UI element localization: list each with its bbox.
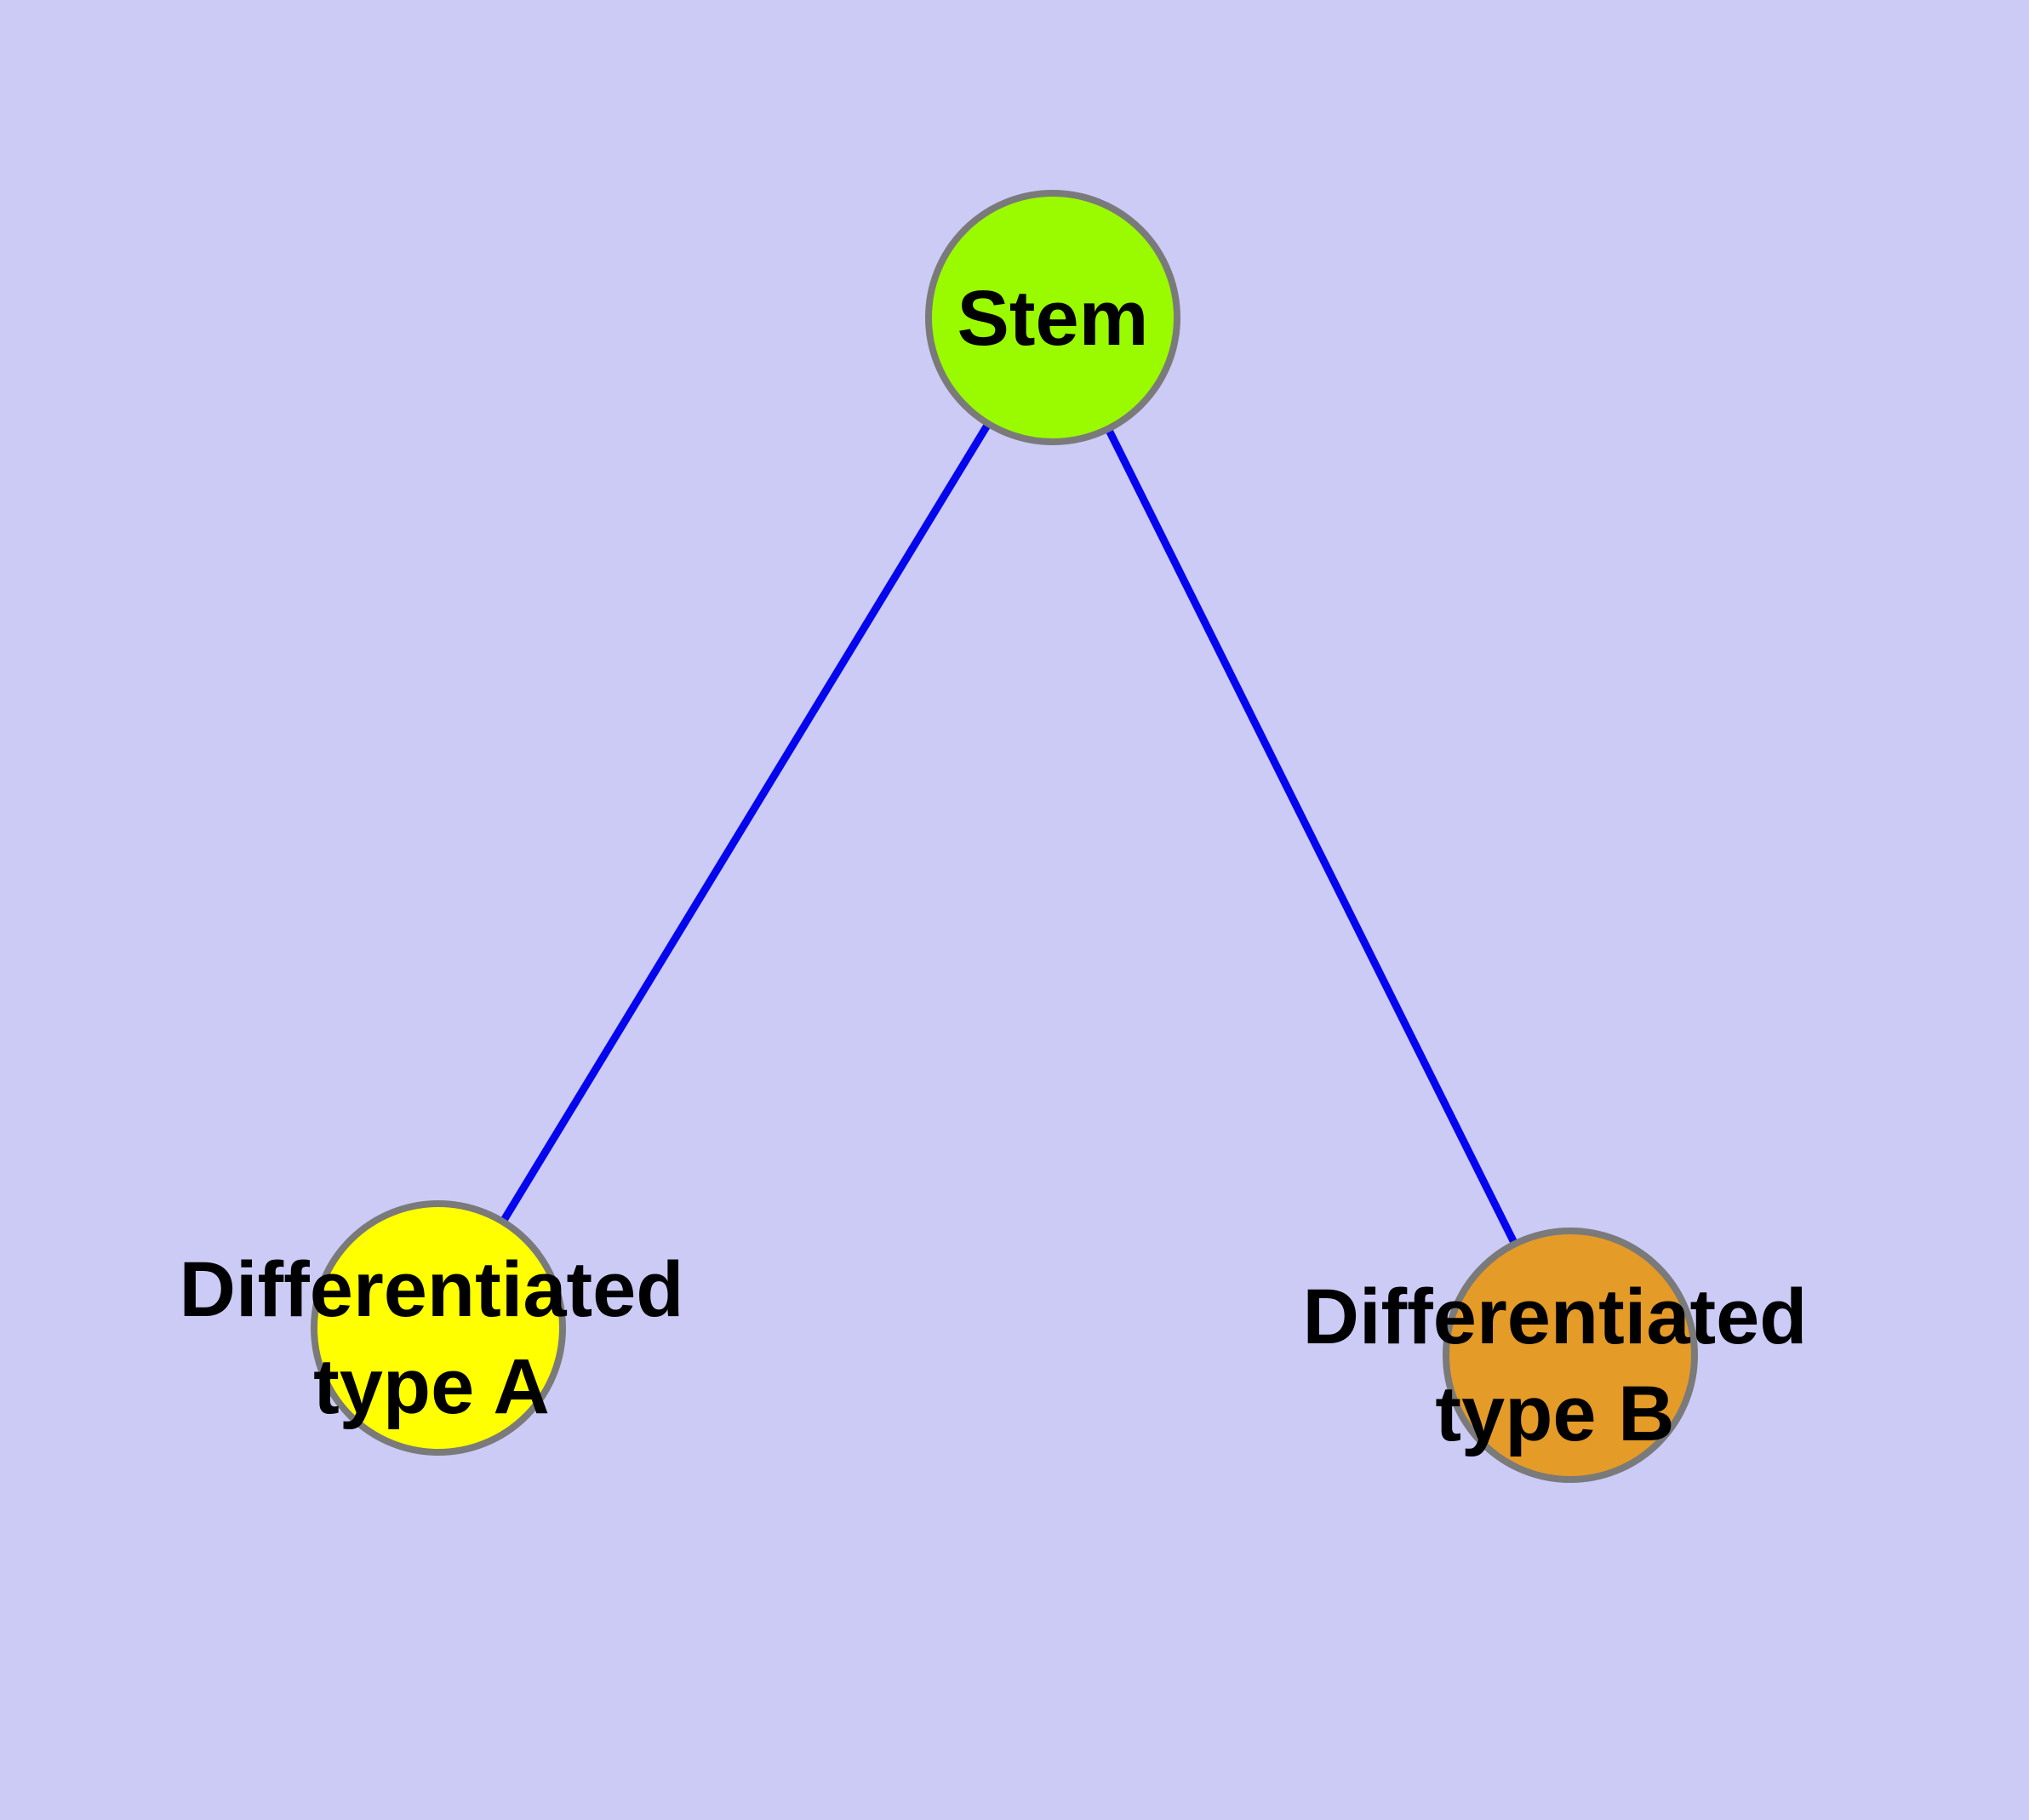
edge-stem-to-type-b [1049,315,1575,1358]
node-differentiated-type-a-label-line1: Differentiated [180,1246,684,1333]
node-differentiated-type-b-label: Differentiated type B [1303,1273,1808,1457]
node-differentiated-type-a-circle [311,1200,566,1456]
node-stem-circle [925,190,1180,445]
node-stem-label-line: Stem [957,275,1149,362]
node-stem-label: Stem [957,275,1149,362]
node-differentiated-type-b-label-line1: Differentiated [1303,1273,1808,1360]
node-stem: Stem [925,190,1180,445]
node-differentiated-type-b: Differentiated type B [1303,1228,1808,1483]
node-differentiated-type-a: Differentiated type A [180,1200,684,1456]
node-differentiated-type-a-label: Differentiated type A [180,1246,684,1430]
node-differentiated-type-b-label-line2: type B [1435,1371,1674,1457]
node-differentiated-type-b-circle [1443,1228,1698,1483]
edge-stem-to-type-a [435,315,1056,1331]
node-differentiated-type-a-label-line2: type A [313,1343,550,1430]
